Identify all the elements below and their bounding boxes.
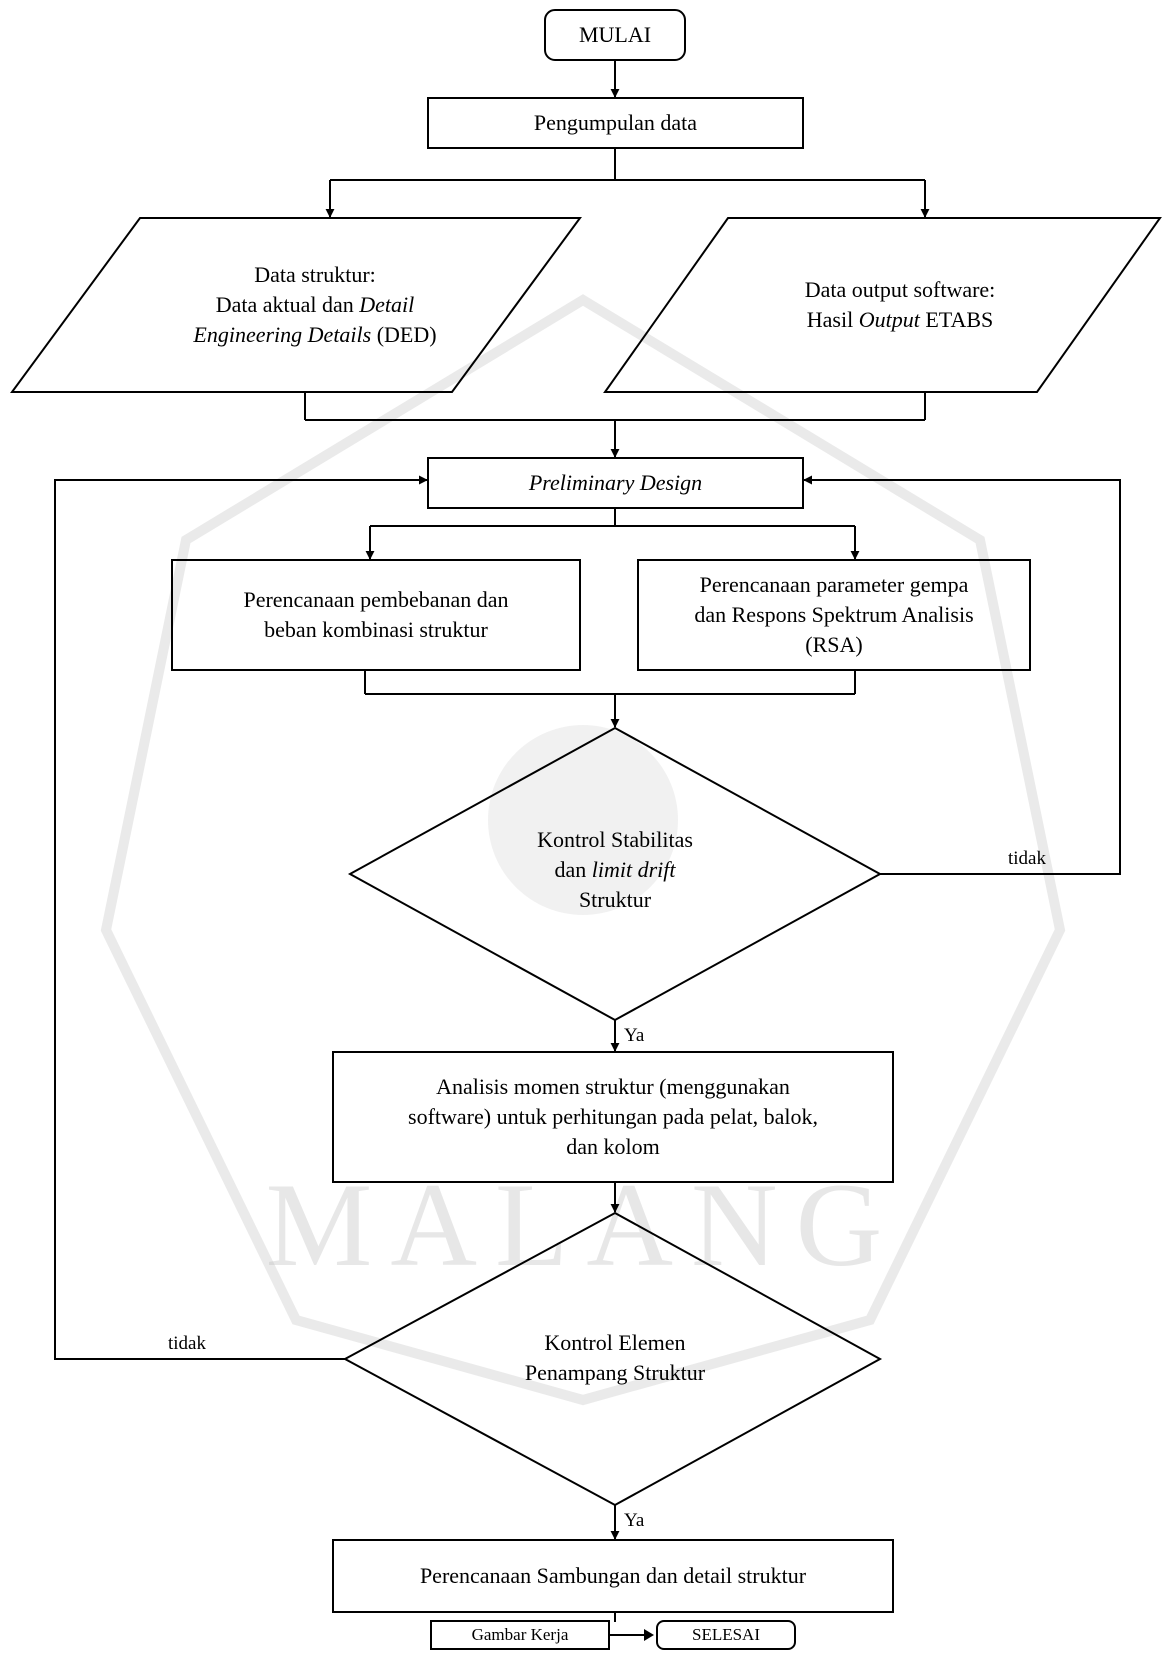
moment-analysis-label: Analisis momen struktur (menggunakan sof… — [408, 1074, 818, 1159]
tail-nodes: Gambar Kerja SELESAI — [430, 1620, 800, 1650]
stability-yes-label: Ya — [624, 1025, 645, 1046]
element-no-label: tidak — [168, 1333, 206, 1354]
element-check-label: Kontrol Elemen Penampang Struktur — [524, 1330, 706, 1385]
end-terminator: SELESAI — [656, 1620, 796, 1650]
arrowhead-icon — [644, 1629, 654, 1641]
preliminary-design-label: Preliminary Design — [528, 470, 703, 495]
working-drawing-box: Gambar Kerja — [430, 1620, 610, 1650]
structure-data-parallelogram — [10, 217, 582, 393]
seismic-planning-box — [637, 559, 1031, 671]
edge-element-no-loop — [54, 475, 428, 1360]
start-label: MULAI — [578, 22, 652, 47]
seismic-planning-label: Perencanaan parameter gempa dan Respons … — [694, 572, 974, 657]
element-yes-label: Ya — [624, 1510, 645, 1531]
software-data-label: Data output software: Hasil Output ETABS — [804, 277, 996, 332]
connection-planning-box — [332, 1539, 894, 1613]
stability-no-label: tidak — [1008, 848, 1046, 869]
watermark-text-bottom: MALANG — [266, 1158, 901, 1291]
software-data-parallelogram — [603, 217, 1162, 393]
stability-check-label: Kontrol Stabilitas dan limit drift Struk… — [537, 827, 693, 912]
structure-data-label: Data struktur: Data aktual dan Detail En… — [193, 262, 437, 347]
data-collection-label: Pengumpulan data — [533, 110, 698, 135]
connection-planning-label: Perencanaan Sambungan dan detail struktu… — [419, 1563, 807, 1588]
load-planning-box — [171, 559, 581, 671]
edge-stability-no-loop — [803, 475, 1121, 875]
edge-drawing-to-end — [610, 1634, 650, 1636]
load-planning-label: Perencanaan pembebanan dan beban kombina… — [243, 587, 509, 642]
moment-analysis-box — [332, 1051, 894, 1183]
